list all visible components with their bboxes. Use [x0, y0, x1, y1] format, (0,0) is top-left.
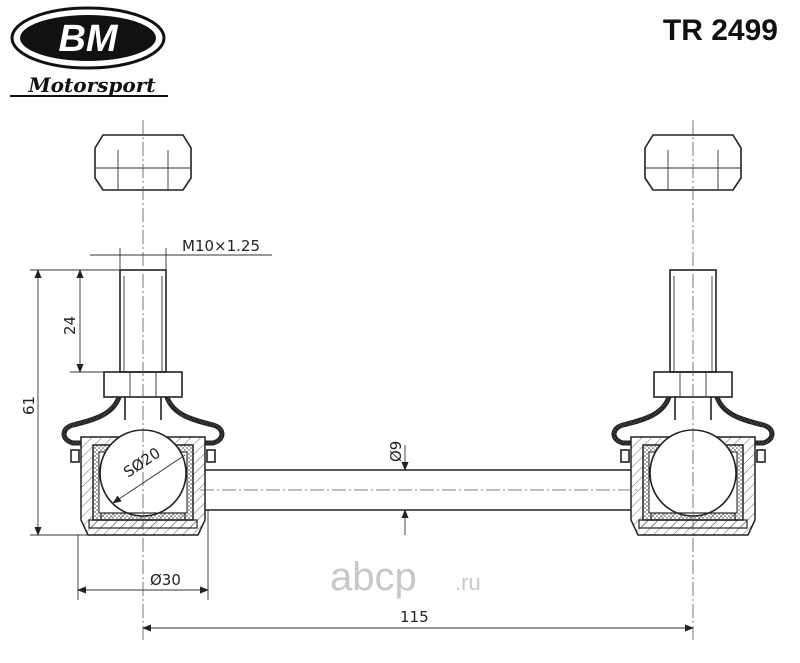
watermark-domain: .ru — [455, 570, 481, 595]
right-ball-joint — [614, 120, 772, 640]
logo-brand: BM — [58, 18, 118, 60]
watermark: abcp .ru — [330, 555, 481, 599]
left-ball-joint — [64, 120, 222, 640]
rod — [200, 469, 640, 511]
height-dimension: 61 — [20, 396, 38, 415]
part-number: TR 2499 — [662, 14, 778, 47]
rod-dimension: Ø9 — [387, 441, 405, 462]
logo-subtitle: Motorsport — [28, 73, 157, 97]
thread-length-dimension: 24 — [61, 316, 79, 335]
length-dimension: 115 — [400, 608, 429, 626]
housing-dimension: Ø30 — [150, 571, 181, 589]
watermark-name: abcp — [330, 555, 417, 599]
logo: BM Motorsport — [10, 6, 168, 97]
thread-dimension: M10×1.25 — [182, 237, 260, 255]
